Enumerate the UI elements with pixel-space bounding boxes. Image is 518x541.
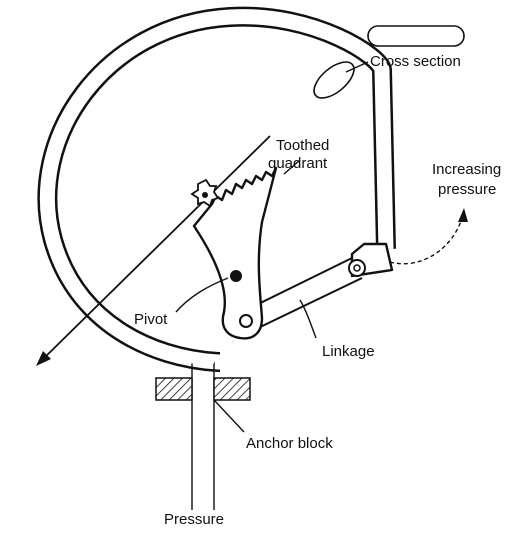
anchor-block-label: Anchor block — [246, 435, 333, 452]
bourdon-tube — [37, 6, 396, 372]
anchor-block-left — [155, 377, 193, 401]
cross-section-marker — [313, 61, 355, 99]
pivot-label: Pivot — [134, 311, 168, 328]
cross-section-label: Cross section — [370, 53, 461, 70]
quadrant-link-pin — [239, 314, 253, 328]
pointer-needle — [36, 135, 271, 366]
pressure-label: Pressure — [164, 511, 224, 528]
pinion-gear — [190, 178, 220, 208]
pivot-point — [230, 270, 242, 282]
tube-tip-pin — [348, 259, 366, 277]
cross-section-leader — [345, 61, 369, 73]
toothed-quadrant-label-line2: quadrant — [268, 155, 328, 172]
pivot-leader — [175, 277, 229, 313]
inlet-tube — [190, 360, 215, 510]
cross-section-shape — [367, 25, 465, 47]
linkage-leader — [299, 299, 317, 339]
toothed-quadrant-label-line1: Toothed — [276, 137, 329, 154]
linkage-label: Linkage — [322, 343, 375, 360]
anchor-block-right — [213, 377, 251, 401]
toothed-quadrant-leader — [283, 159, 301, 175]
toothed-quadrant — [192, 166, 278, 340]
linkage-arm — [245, 257, 363, 331]
increasing-pressure-label-line1: Increasing — [432, 161, 501, 178]
increasing-pressure-label-line2: pressure — [438, 181, 496, 198]
increasing-pressure-arrow — [389, 208, 468, 265]
anchor-block-leader — [213, 399, 245, 433]
